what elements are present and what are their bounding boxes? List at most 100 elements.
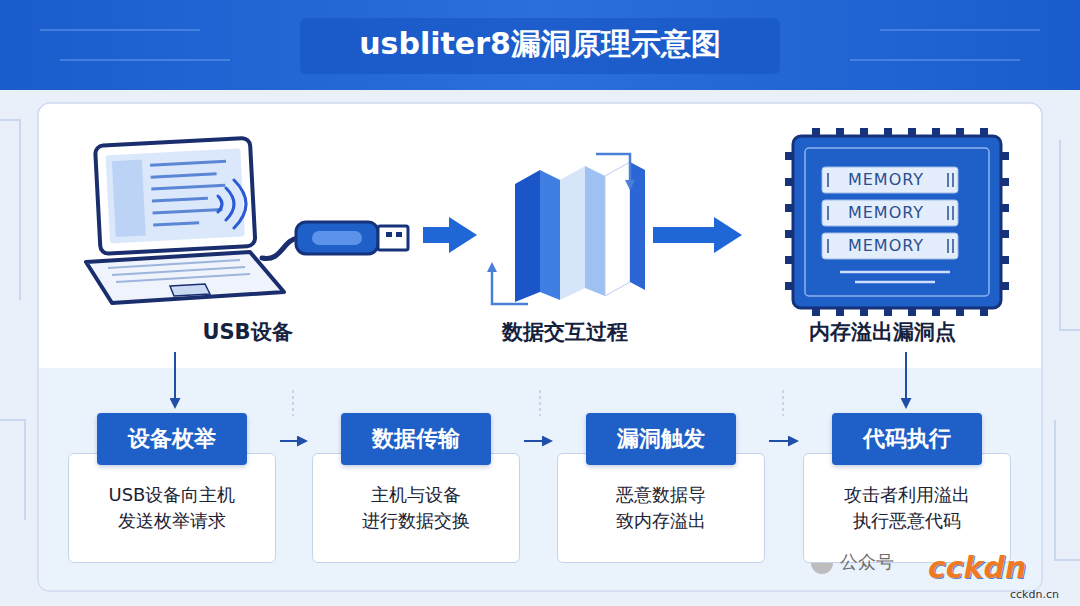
step-heading: 代码执行 xyxy=(832,413,982,465)
memory-label: MEMORY xyxy=(818,167,954,193)
data-blocks-illustration-part xyxy=(540,170,560,300)
step-card: 代码执行攻击者利用溢出 执行恶意代码 xyxy=(803,413,1011,563)
chip-pin xyxy=(785,230,793,238)
laptop-illustration-part xyxy=(312,231,362,245)
chip-pin xyxy=(932,308,940,316)
laptop-illustration-part xyxy=(378,226,408,250)
chip-pin xyxy=(956,128,964,136)
data-blocks-illustration-part xyxy=(487,262,497,272)
laptop-illustration-part xyxy=(262,238,298,258)
chip-pin xyxy=(836,308,844,316)
chip-pin xyxy=(1001,204,1009,212)
main-panel-part xyxy=(38,103,1042,591)
step-card: 设备枚举 USB设备向主机 发送枚举请求 xyxy=(68,413,276,563)
header-band xyxy=(0,0,1080,90)
chip-pin xyxy=(884,128,892,136)
data-blocks-illustration-part xyxy=(492,270,528,304)
step-arrow xyxy=(769,440,788,442)
step-description: 攻击者利用溢出 执行恶意代码 xyxy=(826,482,988,534)
data-blocks-illustration-part xyxy=(560,166,585,300)
laptop-illustration-part xyxy=(296,222,378,254)
laptop-illustration-part xyxy=(86,252,284,303)
chip-pin xyxy=(785,204,793,212)
memory-overflow-figure: MEMORY MEMORY MEMORY 内存溢出漏洞点 xyxy=(746,130,1019,348)
laptop-illustration-part xyxy=(396,232,402,237)
figure-caption: USB设备 xyxy=(76,318,419,346)
data-blocks-illustration-part xyxy=(625,180,635,190)
memory-chip-part xyxy=(793,136,1001,308)
step-description: 恶意数据导 致内存溢出 xyxy=(580,482,742,534)
step-body-box: 主机与设备 进行数据交换 xyxy=(312,453,520,563)
laptop-illustration-part xyxy=(218,180,246,228)
step-body-box: 攻击者利用溢出 执行恶意代码 xyxy=(803,453,1011,563)
step-body-box: 恶意数据导 致内存溢出 xyxy=(557,453,765,563)
step-body-box: USB设备向主机 发送枚举请求 xyxy=(68,453,276,563)
step-heading: 数据传输 xyxy=(341,413,491,465)
watermark-logo: cckdn xyxy=(928,550,1026,585)
memory-chip-part xyxy=(840,272,950,282)
chip-pin xyxy=(980,128,988,136)
step-card: 漏洞触发恶意数据导 致内存溢出 xyxy=(557,413,765,563)
chip-pin xyxy=(785,178,793,186)
chip-pin xyxy=(860,308,868,316)
laptop-illustration-part xyxy=(386,232,392,237)
chip-pin xyxy=(836,128,844,136)
chip-pin xyxy=(785,282,793,290)
stage-separator-part xyxy=(783,390,784,416)
laptop-illustration xyxy=(86,138,408,303)
laptop-illustration-part xyxy=(95,138,255,254)
data-blocks-illustration-part xyxy=(585,166,605,296)
chip-pin xyxy=(1001,230,1009,238)
chip-pin xyxy=(908,128,916,136)
chip-pin xyxy=(932,128,940,136)
chip-pin xyxy=(812,308,820,316)
laptop-illustration-part xyxy=(150,161,229,225)
data-blocks-illustration-part xyxy=(596,154,630,182)
chip-pin xyxy=(1001,178,1009,186)
laptop-illustration-part xyxy=(106,148,245,243)
figure-caption: 数据交互过程 xyxy=(481,318,649,346)
diagram-title: usbliter8漏洞原理示意图 xyxy=(0,24,1080,64)
step-description: USB设备向主机 发送枚举请求 xyxy=(91,482,253,534)
main-panel xyxy=(38,103,1042,591)
memory-label: MEMORY xyxy=(818,233,954,259)
step-description: 主机与设备 进行数据交换 xyxy=(335,482,497,534)
header-band-part xyxy=(0,0,1080,90)
watermark-url: cckdn.cn xyxy=(1010,588,1059,601)
chip-pin xyxy=(908,308,916,316)
step-arrow xyxy=(905,352,907,398)
chip-pin xyxy=(1001,152,1009,160)
chip-pin xyxy=(980,308,988,316)
memory-label: MEMORY xyxy=(818,200,954,226)
flow-arrow xyxy=(653,227,714,243)
laptop-illustration-part xyxy=(95,138,255,254)
data-blocks-illustration xyxy=(487,154,645,304)
step-heading: 设备枚举 xyxy=(97,413,247,465)
chip-pin xyxy=(1001,256,1009,264)
laptop-illustration-part xyxy=(108,260,250,282)
figure-caption: 内存溢出漏洞点 xyxy=(746,318,1019,346)
main-panel-part xyxy=(39,368,1041,590)
step-heading: 漏洞触发 xyxy=(586,413,736,465)
stage-separator-part xyxy=(293,390,294,416)
stage-separator-part xyxy=(540,390,541,416)
laptop-illustration-part xyxy=(170,284,210,296)
step-arrow xyxy=(524,440,542,442)
data-exchange-figure: 数据交互过程 xyxy=(481,130,649,348)
flow-arrow xyxy=(423,227,449,243)
chip-pin xyxy=(785,256,793,264)
chip-pin xyxy=(956,308,964,316)
chip-pin xyxy=(860,128,868,136)
watermark-text: 公众号 xyxy=(840,550,894,574)
laptop-illustration-part xyxy=(112,160,146,237)
chip-pin xyxy=(812,128,820,136)
step-card: 数据传输主机与设备 进行数据交换 xyxy=(312,413,520,563)
chip-pin xyxy=(884,308,892,316)
chip-pin xyxy=(1001,282,1009,290)
data-blocks-illustration-part xyxy=(515,170,540,302)
step-arrow xyxy=(174,352,176,398)
step-arrow xyxy=(280,440,297,442)
